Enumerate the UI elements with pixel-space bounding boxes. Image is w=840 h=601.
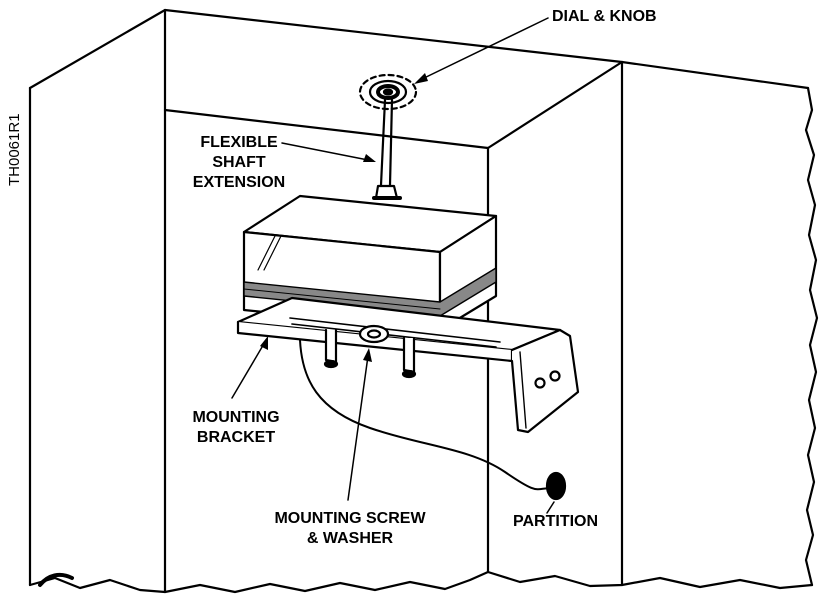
label-mounting-screw-line2: & WASHER: [306, 530, 394, 547]
label-partition: PARTITION: [513, 513, 599, 530]
figure-code: TH0061R1: [6, 113, 23, 186]
label-mounting-bracket-line2: BRACKET: [196, 429, 276, 446]
floor-mark: [38, 572, 74, 587]
label-flexible-shaft-line1: FLEXIBLE: [200, 134, 278, 151]
mounting-screw-washer: [358, 324, 390, 344]
arrowheads: [260, 73, 428, 362]
label-flexible-shaft-line2: SHAFT: [212, 154, 266, 171]
leader-lines: [231, 17, 555, 514]
flexible-shaft: [372, 98, 402, 200]
cable: [299, 339, 553, 491]
label-mounting-bracket-line1: MOUNTING: [192, 409, 280, 426]
label-mounting-bracket: MOUNTING BRACKET: [176, 408, 296, 448]
label-flexible-shaft: FLEXIBLE SHAFT EXTENSION: [189, 133, 289, 193]
dial-knob: [358, 73, 418, 111]
label-mounting-screw: MOUNTING SCREW & WASHER: [255, 509, 445, 549]
bracket-posts: [323, 328, 417, 379]
label-dial-knob: DIAL & KNOB: [552, 8, 657, 25]
label-flexible-shaft-line3: EXTENSION: [192, 174, 286, 191]
label-mounting-screw-line1: MOUNTING SCREW: [274, 510, 426, 527]
partition-grommet: [545, 471, 567, 501]
